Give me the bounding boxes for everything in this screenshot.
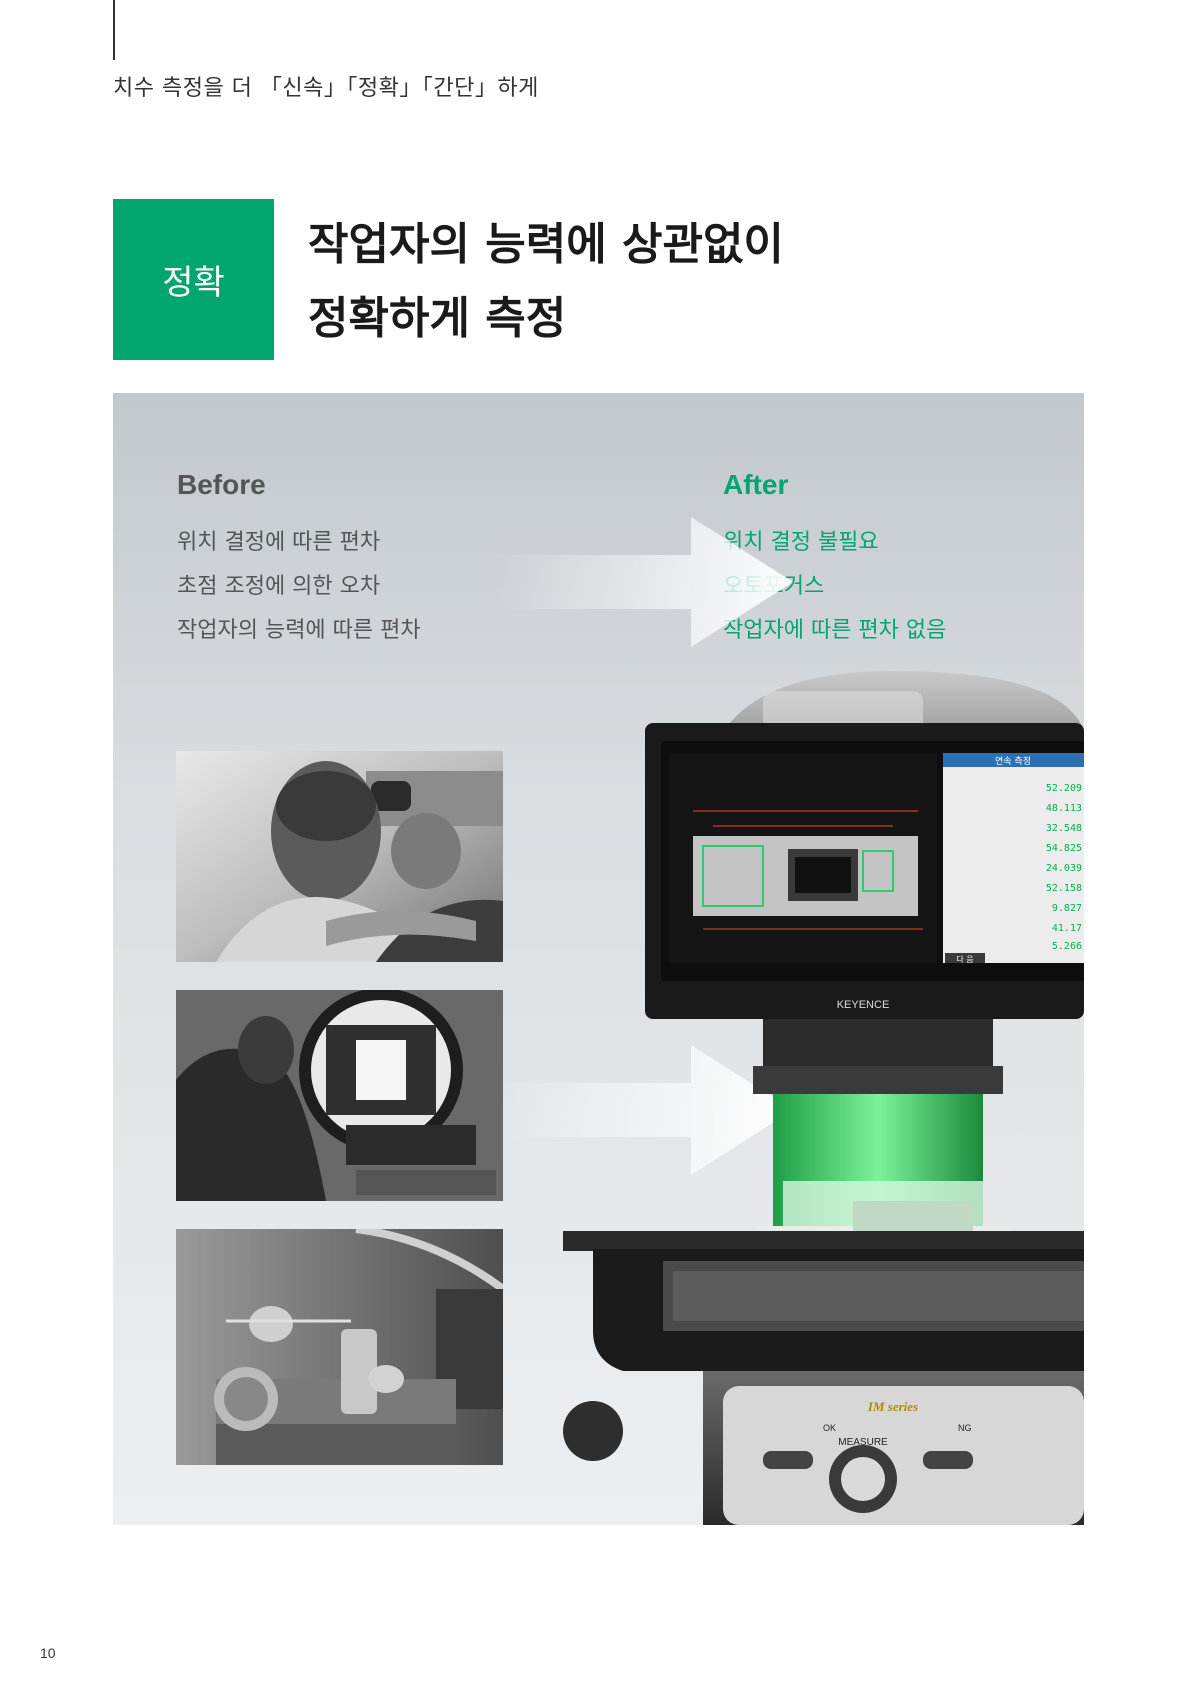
arrow-right-icon [493, 517, 793, 647]
after-title: After [723, 469, 789, 500]
arrow-right-icon [493, 1045, 793, 1175]
page-number: 10 [40, 1645, 56, 1661]
reading-value: 24.039 [1046, 863, 1082, 874]
top-rule [113, 0, 115, 60]
measure-button-label: MEASURE [838, 1437, 888, 1448]
image-measurement-system: 연속 측정 52.209 48.113 32.548 54.825 24.039… [563, 671, 1084, 1525]
header-subtitle: 치수 측정을 더 「신속」「정확」「간단」하게 [113, 76, 539, 101]
after-column: After 위치 결정 불필요 오토포커스 작업자에 따른 편차 없음 [723, 469, 946, 653]
screen-next-button: 다 음 [956, 955, 973, 964]
reading-value: 54.825 [1046, 843, 1082, 854]
reading-value: 41.17 [1052, 923, 1082, 934]
photo-profile-projector [176, 990, 503, 1201]
page-title: 작업자의 능력에 상관없이 정확하게 측정 [308, 208, 784, 356]
after-item: 위치 결정 불필요 [723, 530, 879, 555]
before-column: Before 위치 결정에 따른 편차 초점 조정에 의한 오차 작업자의 능력… [177, 469, 421, 653]
badge-label: 정확 [162, 263, 225, 303]
brand-logo: KEYENCE [837, 999, 890, 1011]
photo-microscope-workers [176, 751, 503, 962]
reading-value: 52.158 [1046, 883, 1082, 894]
reading-value: 48.113 [1046, 803, 1082, 814]
before-list: 위치 결정에 따른 편차 초점 조정에 의한 오차 작업자의 능력에 따른 편차 [177, 521, 421, 653]
before-title: Before [177, 469, 266, 500]
reading-value: 52.209 [1046, 783, 1082, 794]
section-badge: 정확 [113, 199, 274, 360]
screen-sidebar-title: 연속 측정 [995, 756, 1031, 767]
headline-line-2: 정확하게 측정 [308, 293, 567, 344]
series-label: IM series [867, 1399, 918, 1414]
before-item: 작업자의 능력에 따른 편차 [177, 618, 421, 643]
before-item: 초점 조정에 의한 오차 [177, 574, 381, 599]
headline-line-1: 작업자의 능력에 상관없이 [308, 219, 784, 270]
comparison-panel: Before 위치 결정에 따른 편차 초점 조정에 의한 오차 작업자의 능력… [113, 393, 1084, 1525]
reading-value: 32.548 [1046, 823, 1082, 834]
before-item: 위치 결정에 따른 편차 [177, 530, 381, 555]
after-list: 위치 결정 불필요 오토포커스 작업자에 따른 편차 없음 [723, 521, 946, 653]
ng-indicator: NG [958, 1423, 972, 1433]
reading-value: 9.827 [1052, 903, 1082, 914]
after-item: 작업자에 따른 편차 없음 [723, 618, 947, 643]
ok-indicator: OK [823, 1423, 836, 1433]
reading-value: 5.266 [1052, 941, 1082, 952]
photo-caliper-measurement [176, 1229, 503, 1465]
